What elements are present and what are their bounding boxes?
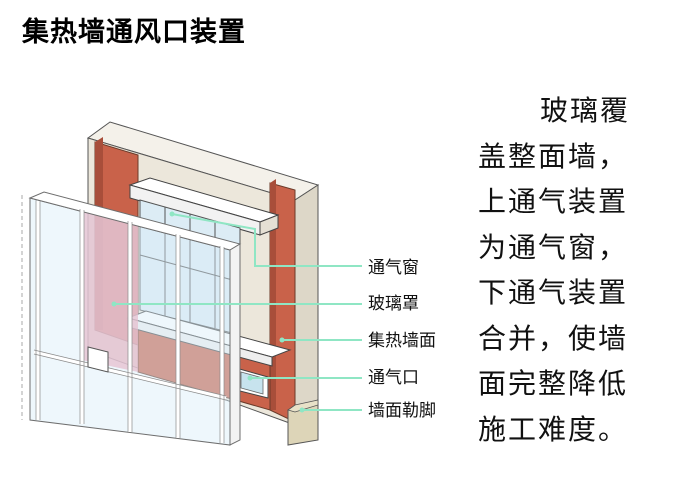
callout-vent-window: 通气窗 [368, 258, 419, 278]
description-text: 玻璃覆 盖整面墙， 上通气装置 为通气窗， 下通气装置 合并，使墙 面完整降低 … [478, 88, 668, 452]
callout-leaders [111, 211, 362, 413]
description-line: 盖整面墙， [478, 139, 629, 173]
glass-cover-mullions [33, 201, 227, 443]
leader-vent-window [171, 213, 362, 267]
description-line: 下通气装置 [478, 276, 629, 309]
glass-cover-side-edge [229, 243, 241, 446]
callout-wall-plinth: 墙面勒脚 [368, 401, 436, 421]
glass-cover-pink-panel [82, 210, 138, 372]
description-line: 施工难度。 [478, 412, 629, 446]
glass-cover-mullion-outlines [33, 200, 227, 443]
vent-window-shape [128, 177, 280, 236]
description-line: 合并，使墙 [478, 321, 629, 355]
glass-cover [21, 191, 242, 446]
description-line: 面完整降低 [478, 367, 629, 400]
description-line: 玻璃覆 [540, 94, 631, 127]
callout-vent-opening: 通气口 [368, 368, 419, 388]
vent-window-head-front [129, 184, 261, 236]
glass-cover-bracket [87, 346, 109, 373]
plinth-side [287, 399, 319, 413]
callout-collector-wall: 集热墙面 [368, 331, 436, 351]
description-line: 为通气窗， [478, 230, 629, 264]
callout-glass-cover: 玻璃罩 [368, 294, 419, 314]
page-title: 集热墙通风口装置 [22, 17, 246, 48]
wall-plinth [287, 399, 319, 446]
description-line: 上通气装置 [478, 185, 629, 218]
